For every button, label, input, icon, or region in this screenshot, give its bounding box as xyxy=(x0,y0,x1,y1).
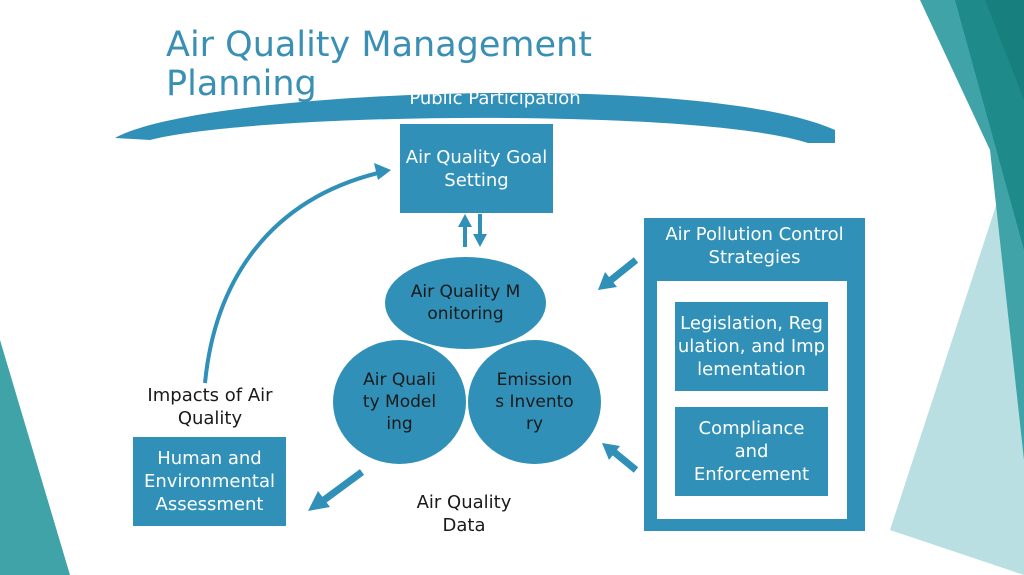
assessment-arrow xyxy=(321,469,365,503)
slide-title: Air Quality Management Planning xyxy=(166,26,592,104)
goal-setting-label: Air Quality Goal Setting xyxy=(405,146,548,191)
impacts-label: Impacts of Air Quality xyxy=(147,385,273,429)
down-arrow-head xyxy=(473,234,487,247)
decor-triangle-left xyxy=(0,340,70,575)
compliance-box: Compliance and Enforcement xyxy=(675,407,828,496)
decor-triangle-dark xyxy=(955,0,1024,250)
air-quality-data-label: Air Quality Data xyxy=(416,492,512,536)
goal-setting-box: Air Quality Goal Setting xyxy=(400,124,553,213)
curved-arrow xyxy=(203,171,379,384)
curved-arrow-head xyxy=(374,163,391,180)
control-strategies-title: Air Pollution Control Strategies xyxy=(665,224,844,268)
assessment-label: Human and Environmental Assessment xyxy=(144,448,275,515)
monitoring-label: Air Quality Monitoring xyxy=(410,282,521,324)
assessment-box: Human and Environmental Assessment xyxy=(133,437,286,526)
decor-triangle-light xyxy=(890,120,1024,575)
emissions-inventory-label: Emissions Inventory xyxy=(495,370,574,434)
public-participation-banner xyxy=(115,92,835,143)
strategies-arrow xyxy=(608,257,639,283)
compliance-arrow xyxy=(611,449,639,473)
legislation-label: Legislation, Regulation, and Implementat… xyxy=(677,313,826,380)
legislation-box: Legislation, Regulation, and Implementat… xyxy=(675,302,828,391)
compliance-arrow-head xyxy=(602,443,620,460)
decor-triangle-top xyxy=(985,0,1024,100)
emissions-inventory-oval: Emissions Inventory xyxy=(468,340,601,464)
compliance-label: Compliance and Enforcement xyxy=(693,418,810,485)
monitoring-oval: Air Quality Monitoring xyxy=(385,257,546,349)
strategies-arrow-head xyxy=(598,272,617,290)
modeling-label: Air Quality Modeling xyxy=(362,370,437,434)
assessment-arrow-head xyxy=(308,491,330,511)
modeling-oval: Air Quality Modeling xyxy=(333,340,466,464)
public-participation-label: Public Participation xyxy=(409,88,581,109)
up-arrow-head xyxy=(458,214,472,227)
